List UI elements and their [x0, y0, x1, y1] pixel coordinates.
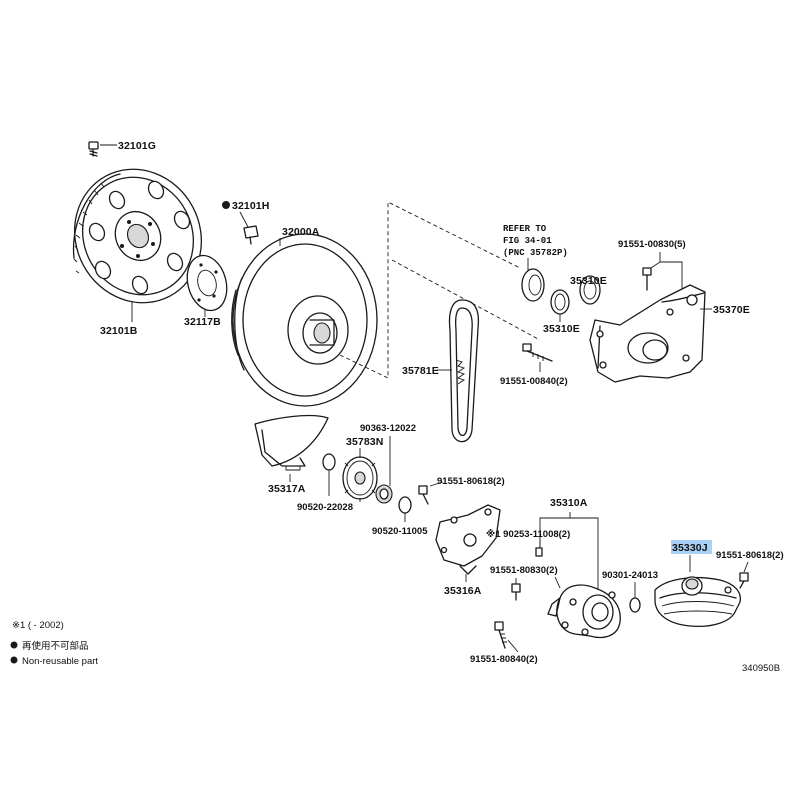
snap-ring-90520-11005: [398, 496, 412, 514]
label-32101G: 32101G: [118, 140, 156, 152]
label-35370E: 35370E: [713, 304, 750, 316]
bearing-90363-12022: [375, 484, 393, 504]
label-35310E-b: 35310E: [543, 323, 580, 335]
plate-35316A: [435, 504, 501, 575]
label-90253-11008: ※1 90253-11008(2): [486, 529, 570, 540]
sprocket-35783N: [342, 454, 378, 502]
label-90520-11005: 90520-11005: [372, 526, 428, 537]
label-35310E-a: 35310E: [570, 275, 607, 287]
pin-90253-11008: [535, 547, 543, 557]
label-90520-22028: 90520-22028: [297, 502, 353, 513]
legend-nonreusable-jp: 再使用不可部品: [22, 640, 89, 652]
leader-91551-80830: [554, 576, 561, 589]
nonreusable-dot: [222, 201, 230, 209]
refer-line2: FIG 34-01: [503, 236, 552, 246]
leader-32101H: [239, 211, 249, 228]
sprocket-ref: [521, 268, 545, 302]
leader-35310A: [539, 512, 599, 608]
refer-line1: REFER TO: [503, 224, 547, 234]
bolt-91551-00830: [642, 267, 652, 291]
label-35330J[interactable]: 35330J: [672, 542, 708, 554]
bolt-91551-80618-a: [418, 485, 429, 505]
leader-91551-80618-a: [429, 481, 444, 487]
label-32101B: 32101B: [100, 325, 138, 337]
footnote-range: ※1 ( - 2002): [12, 620, 64, 631]
chain-35781E: [448, 299, 480, 443]
label-35310A: 35310A: [550, 497, 588, 509]
refer-line3: (PNC 35782P): [503, 248, 568, 258]
highlight-35330J: [671, 540, 712, 554]
bolt-32101H: [243, 225, 259, 245]
label-91551-80618-a: 91551-80618(2): [437, 476, 505, 487]
label-90363-12022: 90363-12022: [360, 423, 416, 434]
seal-35310E-a: [579, 275, 601, 305]
legend-nonreusable-en: Non-reusable part: [22, 656, 98, 667]
label-32117B: 32117B: [184, 316, 221, 328]
drive-plate-32101B: [72, 168, 203, 304]
snap-ring-90520-22028: [322, 453, 336, 471]
label-91551-00840: 91551-00840(2): [500, 376, 568, 387]
label-35317A: 35317A: [268, 483, 306, 495]
torque-converter-32000A: [231, 233, 378, 407]
bolt-91551-80840-b: [494, 621, 507, 649]
leader-91551-80840-b: [507, 639, 519, 653]
pump-body-35370E: [589, 284, 706, 383]
label-35781E: 35781E: [402, 365, 439, 377]
label-35316A: 35316A: [444, 585, 482, 597]
label-90301-24013: 90301-24013: [602, 570, 658, 581]
label-35783N: 35783N: [346, 436, 383, 448]
legend-dot-jp: [10, 641, 18, 649]
label-91551-00830: 91551-00830(5): [618, 239, 686, 250]
bolt-91551-80618-b: [739, 572, 749, 589]
leader-91551-80618-b: [743, 561, 749, 573]
figure-code: 340950B: [742, 663, 780, 674]
oil-pump-35310A: [547, 584, 621, 639]
cover-35317A: [254, 414, 329, 471]
bolt-91551-00840: [522, 343, 553, 362]
seal-35310E-b: [550, 289, 570, 315]
label-32000A: 32000A: [282, 226, 320, 238]
guide-lines: [339, 201, 521, 379]
legend-dot-en: [10, 656, 18, 664]
oring-90301-24013: [629, 597, 641, 613]
label-32101H: 32101H: [232, 200, 269, 212]
strainer-35330J: [654, 576, 741, 628]
label-91551-80618-b: 91551-80618(2): [716, 550, 784, 561]
leader-91551-00830: [647, 252, 683, 290]
label-91551-80840-b: 91551-80840(2): [470, 654, 538, 665]
plate-32117B: [186, 254, 228, 312]
bolt-32101G: [88, 141, 99, 157]
bolt-91551-80830: [511, 583, 521, 601]
label-91551-80830: 91551-80830(2): [490, 565, 558, 576]
